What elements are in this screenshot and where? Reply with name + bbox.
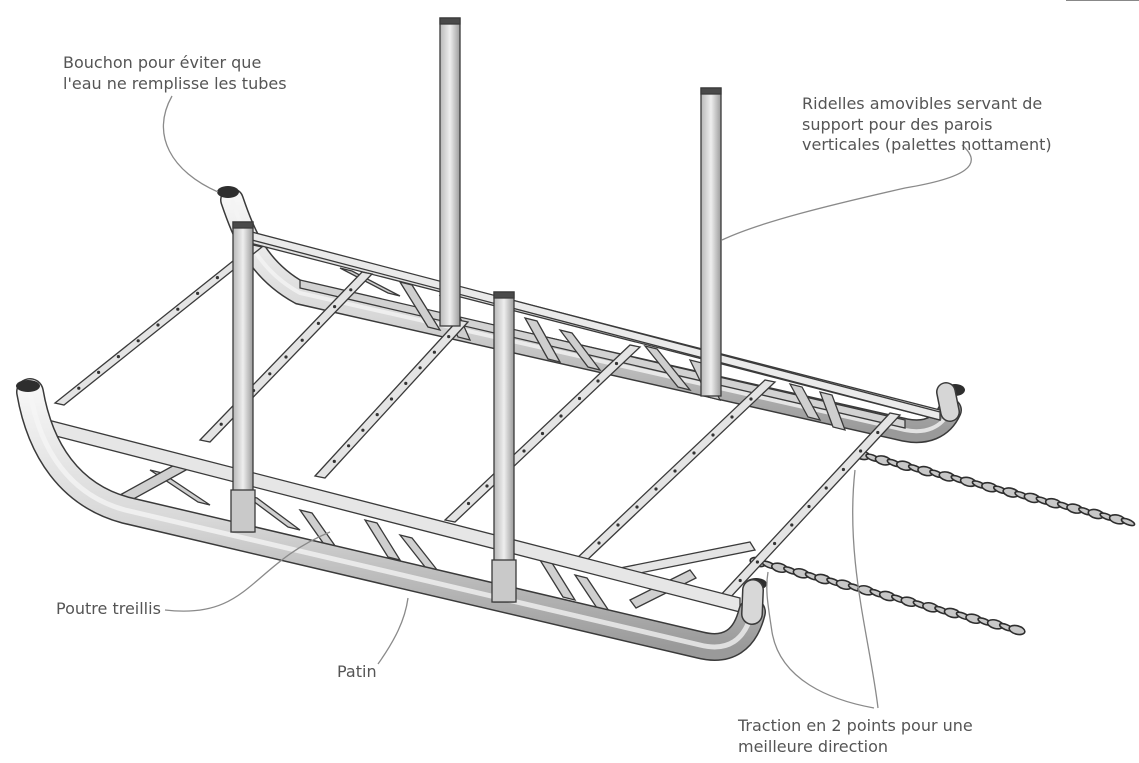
slat-hole: [116, 355, 120, 359]
back-post-right: [700, 87, 722, 397]
leader-traction-lower: [766, 571, 875, 709]
slat-hole: [316, 321, 320, 325]
label-ridelles: Ridelles amovibles servant de support po…: [802, 94, 1052, 156]
label-traction-line1: Traction en 2 points pour une: [738, 716, 973, 735]
label-poutre-text: Poutre treillis: [56, 599, 161, 618]
label-ridelles-line1: Ridelles amovibles servant de: [802, 94, 1043, 113]
slat-hole: [807, 504, 811, 509]
slat-hole: [859, 449, 863, 453]
slat-hole: [404, 381, 408, 385]
slat-hole: [215, 276, 219, 280]
slat-hole: [349, 288, 353, 292]
front-runner: [16, 378, 767, 661]
slat-hole: [284, 355, 288, 359]
leader-lines: [162, 95, 972, 709]
slat-hole: [347, 444, 351, 448]
slat-hole: [755, 560, 760, 564]
label-ridelles-line2: support pour des parois: [802, 114, 993, 134]
lower-chain: [749, 556, 1026, 636]
slat-hole: [635, 505, 639, 509]
slat-hole: [654, 487, 658, 491]
leader-ridelles: [721, 144, 972, 241]
upper-chain: [853, 449, 1136, 527]
slat-hole: [616, 523, 620, 527]
leader-bouchon: [162, 95, 219, 193]
label-ridelles-line3: verticales (palettes nottament): [802, 135, 1052, 154]
slat-hole: [673, 469, 677, 473]
slat-hole: [876, 430, 880, 435]
slat-hole: [692, 451, 696, 455]
slat-hole: [841, 467, 846, 472]
slat-hole: [332, 459, 336, 463]
slat-hole: [485, 484, 489, 488]
leader-traction-upper: [852, 469, 879, 709]
slat-hole: [730, 415, 734, 419]
slat-hole: [268, 372, 272, 376]
label-patin: Patin: [337, 662, 377, 683]
chain-link: [1120, 517, 1136, 527]
label-traction: Traction en 2 points pour une meilleure …: [738, 716, 973, 757]
back-post-left: [439, 17, 461, 327]
slat-hole: [156, 323, 160, 327]
chain-link: [1008, 624, 1026, 636]
label-patin-text: Patin: [337, 662, 377, 681]
label-traction-line2: meilleure direction: [738, 736, 889, 756]
leader-poutre: [164, 531, 331, 612]
slat-hole: [790, 523, 794, 527]
top-edge-line: [1066, 0, 1139, 1]
slat-hole: [375, 413, 379, 417]
label-poutre-treillis: Poutre treillis: [56, 599, 161, 620]
slat-hole: [389, 397, 394, 401]
slat-hole: [824, 486, 828, 490]
slat-holes: [77, 260, 880, 583]
slat-hole: [614, 361, 619, 366]
slat-hole: [596, 379, 600, 383]
slat-hole: [522, 449, 526, 453]
slat-hole: [219, 422, 223, 426]
slat-hole: [447, 335, 451, 339]
slat-hole: [418, 366, 422, 370]
slat-hole: [300, 338, 304, 342]
front-post-right: [491, 291, 517, 603]
slat-hole: [97, 370, 101, 374]
back-top-rail: [251, 231, 941, 421]
slat-hole: [176, 307, 180, 311]
slat-hole: [559, 414, 563, 418]
front-post-left: [230, 221, 256, 533]
label-bouchon-line2: l'eau ne remplisse les tubes: [63, 73, 287, 93]
slat-hole: [773, 541, 777, 546]
slat-hole: [597, 541, 601, 545]
slat-hole: [196, 291, 200, 295]
slat-hole: [540, 431, 545, 436]
slat-hole: [77, 386, 81, 390]
leader-patin: [377, 597, 409, 665]
slat-hole: [749, 397, 753, 401]
slat-hole: [333, 305, 337, 309]
slat-hole: [711, 433, 715, 437]
front-left-tube-cap: [16, 380, 40, 392]
slat-hole: [738, 578, 742, 583]
label-bouchon-line1: Bouchon pour éviter que: [63, 53, 262, 72]
slat-hole: [432, 350, 436, 354]
slat-hole: [577, 396, 582, 401]
slat-hole: [466, 501, 471, 506]
slat-hole: [136, 339, 140, 343]
label-bouchon: Bouchon pour éviter que l'eau ne remplis…: [63, 53, 287, 94]
back-left-tube-cap: [217, 186, 239, 198]
slat-hole: [361, 428, 365, 432]
